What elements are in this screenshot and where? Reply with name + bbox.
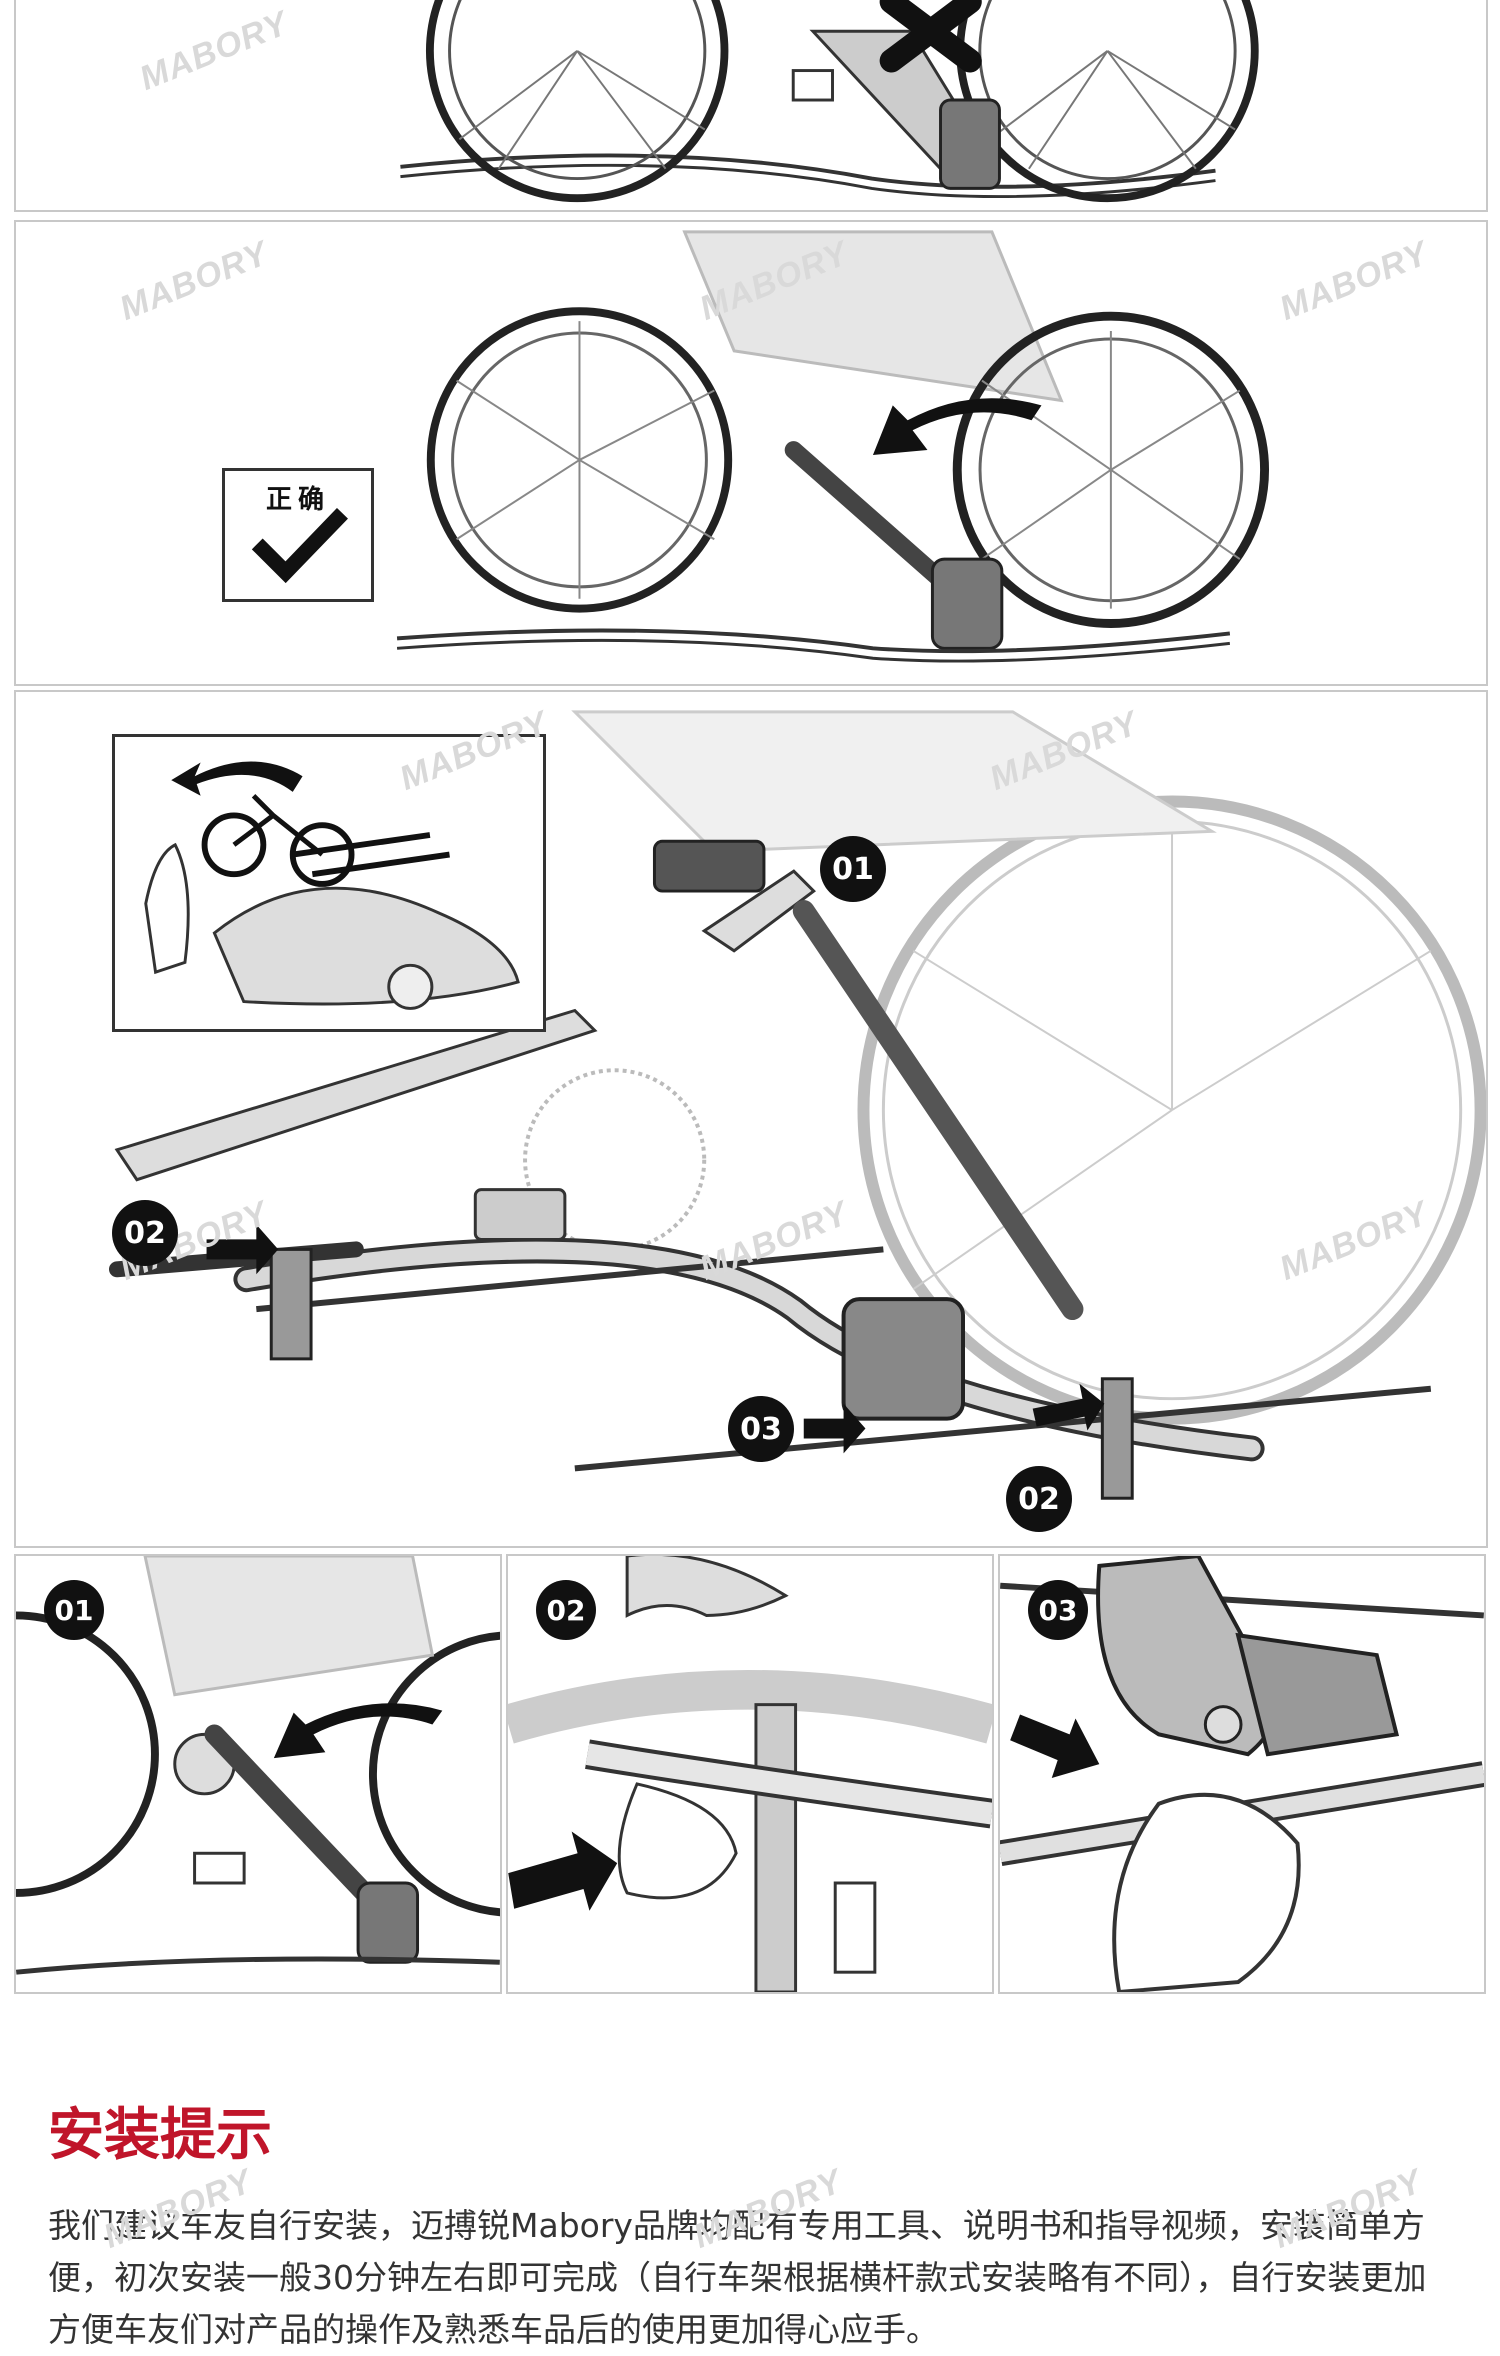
tips-body: 我们建议车友自行安装，迈搏锐Mabory品牌均配有专用工具、说明书和指导视频，安… bbox=[48, 2206, 1427, 2349]
step-badge-02-right: 02 bbox=[1006, 1466, 1072, 1532]
bike-wrong-illustration bbox=[400, 0, 1259, 203]
detail-badge-02: 02 bbox=[536, 1580, 596, 1640]
bike-correct-illustration bbox=[396, 230, 1270, 663]
detail-badge-03: 03 bbox=[1028, 1580, 1088, 1640]
correct-label: 正确 bbox=[265, 485, 330, 515]
detail-panel-02: 02 bbox=[506, 1554, 994, 1994]
detail-panel-03: 03 bbox=[998, 1554, 1486, 1994]
step-badge-01: 01 bbox=[820, 836, 886, 902]
checkmark-icon bbox=[251, 507, 348, 584]
detail-badge-01: 01 bbox=[44, 1580, 104, 1640]
panel-incorrect: MABORY bbox=[14, 0, 1488, 212]
panel-correct: 正确 MABORY MABORY MABORY bbox=[14, 220, 1488, 686]
correct-sign: 正确 bbox=[222, 468, 374, 602]
detail-panel-01: 01 bbox=[14, 1554, 502, 1994]
panel-overview: MABORY MABORY MABORY MABORY MABORY 01 02… bbox=[14, 690, 1488, 1548]
rack-overview-illustration bbox=[109, 710, 1486, 1500]
detail-strap-illustration bbox=[508, 1556, 992, 1992]
inset-car-illustration bbox=[112, 734, 546, 1032]
detail-arm-illustration bbox=[16, 1556, 500, 1975]
step-badge-02-left: 02 bbox=[112, 1200, 178, 1266]
detail-lock-illustration bbox=[1000, 1556, 1484, 1992]
tips-title: 安装提示 bbox=[48, 2103, 272, 2168]
car-roof-icon bbox=[144, 761, 520, 1010]
step-badge-03: 03 bbox=[728, 1396, 794, 1462]
